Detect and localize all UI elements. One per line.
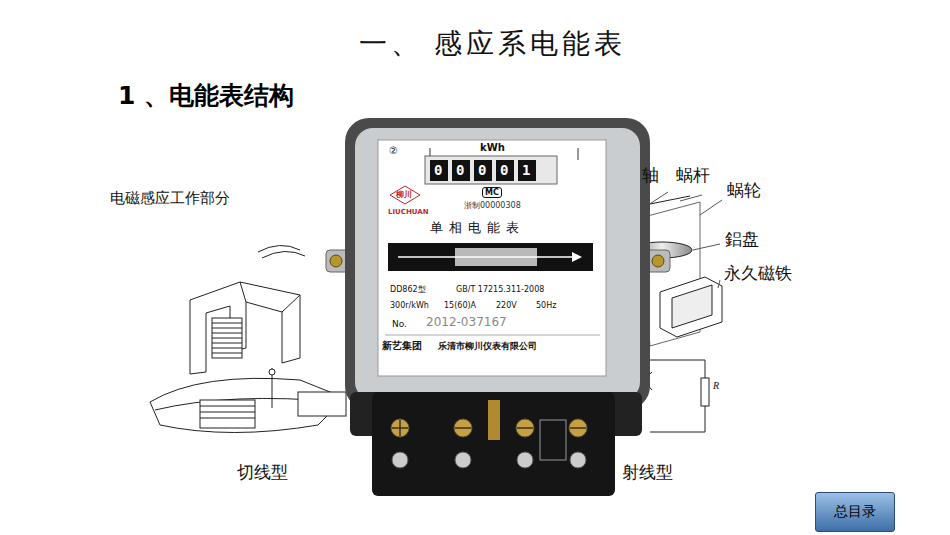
- drawing-path: [390, 186, 420, 204]
- counter-digit: 0: [478, 162, 486, 178]
- drawing-path: [572, 252, 582, 262]
- drawing-rect: [701, 378, 709, 406]
- drawing-path: [190, 282, 300, 374]
- button-label: 总目录: [834, 503, 876, 521]
- counter-digit: 0: [500, 162, 508, 178]
- licence-number: 浙制00000308: [464, 201, 521, 210]
- slide-title: 一、 感应系电能表: [359, 28, 626, 60]
- type-name: 切线型: [237, 463, 288, 483]
- drawing-path: [258, 245, 305, 258]
- drawing-circle: [652, 255, 664, 267]
- drawing-rect: [388, 243, 593, 271]
- section-heading: 1 、电能表结构: [118, 82, 294, 111]
- approval-mark: MC: [482, 187, 502, 198]
- resistor-label: R: [713, 380, 719, 392]
- nav-button: 总目录: [815, 492, 895, 532]
- meter-photo: [326, 118, 670, 496]
- part-name: 轴: [642, 166, 659, 186]
- drawing-path: [150, 378, 345, 432]
- type-name: 射线型: [622, 463, 673, 483]
- part-name: 电磁感应工作部分: [110, 190, 230, 207]
- counter-digit: 1: [522, 162, 530, 178]
- drawing-path: [648, 192, 722, 288]
- brand-name: LIUCHUAN: [388, 208, 429, 216]
- drawing-path: [660, 277, 722, 337]
- voltage-rating: 220V: [496, 301, 517, 310]
- drawing-rect: [378, 140, 606, 376]
- drawing-path: [392, 420, 586, 436]
- drawing-path: [398, 256, 578, 258]
- electromagnet-drawing: [150, 245, 346, 432]
- drawing-rect: [488, 400, 500, 440]
- drawing-rect: [372, 392, 615, 496]
- drawing-path: [200, 406, 255, 418]
- drawing-path: [672, 285, 712, 328]
- drawing-rect: [425, 156, 557, 184]
- meter-name: 单相电能表: [430, 221, 525, 236]
- drawing-circle: [455, 452, 471, 468]
- drawing-circle: [517, 452, 533, 468]
- maker-group: 新艺集团: [382, 340, 422, 352]
- counter-digit: 0: [434, 162, 442, 178]
- drawing-rect: [474, 160, 492, 181]
- brand-logo: 柳川: [396, 190, 412, 199]
- drawing-path: [240, 282, 300, 312]
- drawing-path: [385, 335, 600, 336]
- serial-number: 2012-037167: [426, 316, 507, 330]
- standard-number: GB/T 17215.311-2008: [456, 285, 544, 294]
- counter-digit: 0: [456, 162, 464, 178]
- frequency-rating: 50Hz: [536, 301, 556, 310]
- part-name: 蜗杆: [676, 166, 710, 186]
- maker-name: 乐清市柳川仪表有限公司: [438, 341, 537, 351]
- drawing-rect: [518, 160, 536, 181]
- drawing-path: [650, 360, 705, 432]
- drawing-circle: [570, 452, 586, 468]
- model-number: DD862型: [390, 285, 426, 294]
- drawing-rect: [355, 128, 640, 400]
- drawing-circle: [269, 369, 275, 375]
- drawing-circle: [330, 255, 342, 267]
- part-name: 永久磁铁: [724, 264, 792, 284]
- drawing-path: [212, 323, 242, 353]
- drawing-rect: [345, 118, 650, 410]
- meter-mark: ②: [389, 145, 398, 157]
- part-name: 蜗轮: [727, 181, 761, 201]
- unit-label: kWh: [480, 142, 505, 154]
- meter-constant: 300r/kWh: [390, 301, 429, 310]
- drawing-rect: [430, 160, 448, 181]
- drawing-rect: [200, 400, 255, 428]
- drawing-rect: [452, 160, 470, 181]
- drawing-rect: [540, 420, 566, 460]
- drawing-rect: [212, 318, 242, 358]
- part-name: 鋁盘: [725, 230, 759, 250]
- drawing-rect: [298, 392, 346, 416]
- drawing-circle: [392, 452, 408, 468]
- current-rating: 15(60)A: [444, 301, 476, 310]
- serial-prefix: No.: [392, 319, 407, 329]
- drawing-rect: [496, 160, 514, 181]
